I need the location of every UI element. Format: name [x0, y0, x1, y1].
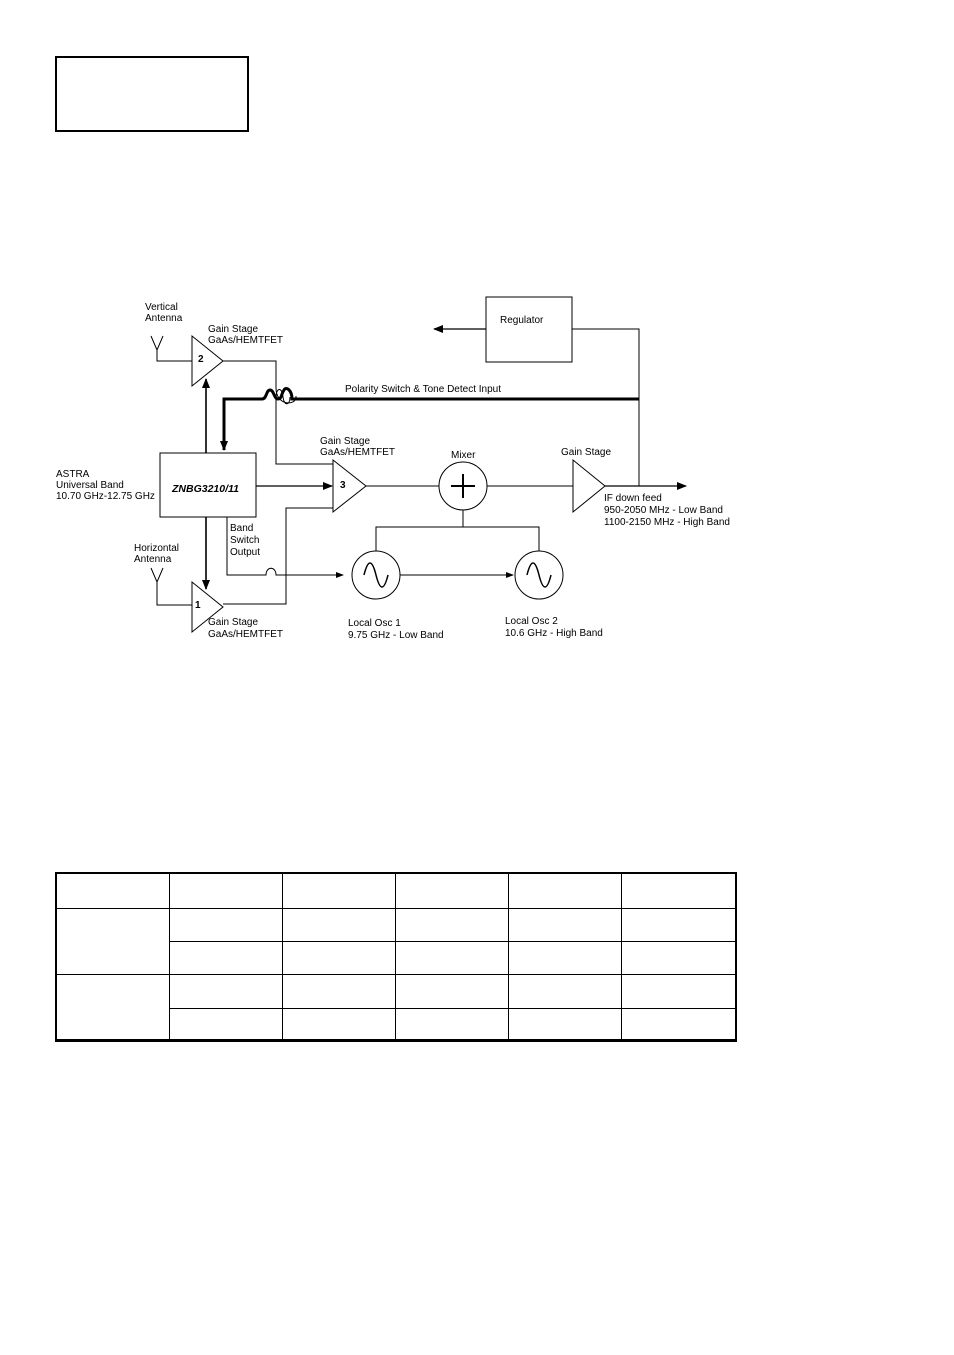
table-row-divider [57, 974, 735, 975]
gain-stage-3-label: Gain Stage GaAs/HEMTFET [320, 436, 395, 458]
chip-label: ZNBG3210/11 [171, 483, 239, 495]
mixer-osc-wire [375, 510, 540, 551]
gain-stage-1-amplifier [191, 580, 224, 634]
table-column-divider [395, 874, 396, 1039]
table-row-divider [57, 908, 735, 909]
table-column-divider [282, 874, 283, 1039]
sine-wave-icon [526, 562, 552, 588]
table-column-divider [621, 874, 622, 1039]
gain-stage-2-label: Gain Stage GaAs/HEMTFET [208, 324, 283, 346]
astra-band-label: ASTRA Universal Band 10.70 GHz-12.75 GHz [56, 469, 155, 502]
output-gain-stage-amplifier [572, 458, 606, 514]
table-row-divider [169, 1008, 735, 1009]
local-osc-2-label: Local Osc 2 10.6 GHz - High Band [505, 616, 603, 639]
polarity-switch-line [220, 386, 639, 451]
table-column-divider [169, 874, 170, 1039]
regulator-feed-line [572, 328, 640, 486]
sine-wave-icon [363, 562, 389, 588]
gain-stage-3-number: 3 [340, 480, 346, 491]
table-column-divider [508, 874, 509, 1039]
gain-stage-3-amplifier [332, 458, 367, 514]
horizontal-antenna-label: Horizontal Antenna [134, 543, 182, 565]
empty-grid-table [55, 872, 737, 1042]
regulator-box [485, 296, 573, 363]
gain-stage-2-number: 2 [198, 354, 204, 365]
gain-stage-2-amplifier [191, 334, 224, 388]
stage2-to-stage3-wire [223, 360, 333, 465]
vertical-antenna-label: Vertical Antenna [145, 302, 183, 324]
table-row-divider [169, 941, 735, 942]
chip-box [159, 452, 257, 518]
gain-stage-1-number: 1 [195, 600, 201, 611]
polarity-switch-label: Polarity Switch & Tone Detect Input [345, 384, 501, 395]
band-switch-output-label: Band Switch Output [230, 523, 262, 558]
band-switch-wire [226, 517, 344, 578]
mixer-plus-icon [451, 474, 475, 498]
mixer-label: Mixer [451, 450, 476, 461]
local-osc-1-label: Local Osc 1 9.75 GHz - Low Band [348, 618, 444, 641]
output-gain-stage-label: Gain Stage [561, 447, 611, 458]
horizontal-antenna-icon [150, 567, 192, 606]
vertical-antenna-icon [150, 335, 192, 362]
regulator-label: Regulator [500, 315, 544, 326]
if-down-feed-label: IF down feed 950-2050 MHz - Low Band 110… [604, 493, 730, 528]
empty-header-box [55, 56, 249, 132]
stage1-to-stage3-wire [223, 507, 333, 605]
gain-stage-1-label: Gain Stage GaAs/HEMTFET [208, 617, 283, 640]
